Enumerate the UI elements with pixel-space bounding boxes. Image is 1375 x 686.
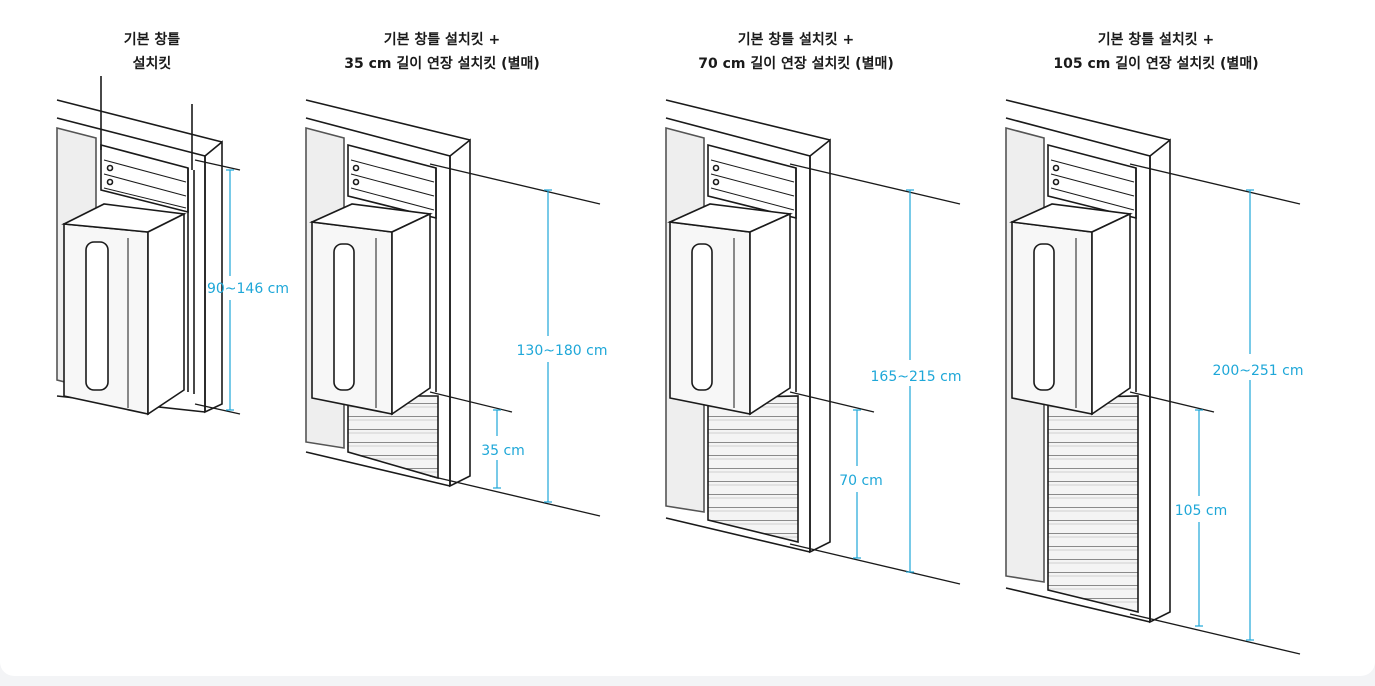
panel-2-dimension: 130~180 cm 35 cm [429,163,608,517]
panel-3-total-label: 165~215 cm [871,369,962,385]
panel-3-dimension: 165~215 cm 70 cm [789,163,962,585]
panel-3-title-line2: 70 cm 길이 연장 설치킷 (별매) [698,56,894,72]
panel-3-title-line1: 기본 창틀 설치킷 + [737,32,855,48]
panel-4-title-line2: 105 cm 길이 연장 설치킷 (별매) [1053,56,1259,72]
panel-2-window [305,99,471,488]
panel-2-title: 기본 창틀 설치킷 + 35 cm 길이 연장 설치킷 (별매) [344,28,539,76]
panel-4-title-line1: 기본 창틀 설치킷 + [1097,32,1215,48]
panel-3-ext-label: 70 cm [839,473,883,489]
panel-2-title-line1: 기본 창틀 설치킷 + [383,32,501,48]
panel-4-dimension: 200~251 cm 105 cm [1129,163,1304,655]
panel-4-title: 기본 창틀 설치킷 + 105 cm 길이 연장 설치킷 (별매) [1053,28,1258,76]
panel-1-title-line1: 기본 창틀 [123,32,181,48]
panel-2-total-label: 130~180 cm [517,343,608,359]
panel-4-total-label: 200~251 cm [1213,363,1304,379]
panel-1-title: 기본 창틀 설치킷 [124,28,180,76]
panel-4-ext-label: 105 cm [1175,503,1228,519]
panel-1-window [56,76,223,416]
panel-3-window [665,99,831,554]
panel-3-title: 기본 창틀 설치킷 + 70 cm 길이 연장 설치킷 (별매) [698,28,893,76]
panel-4-window [1005,99,1171,624]
panel-1-dimension: 90~146 cm [194,159,289,415]
panel-2-ext-label: 35 cm [481,443,525,459]
panel-1-total-label: 90~146 cm [207,281,289,297]
panel-1-title-line2: 설치킷 [132,56,172,72]
panel-2-title-line2: 35 cm 길이 연장 설치킷 (별매) [344,56,540,72]
